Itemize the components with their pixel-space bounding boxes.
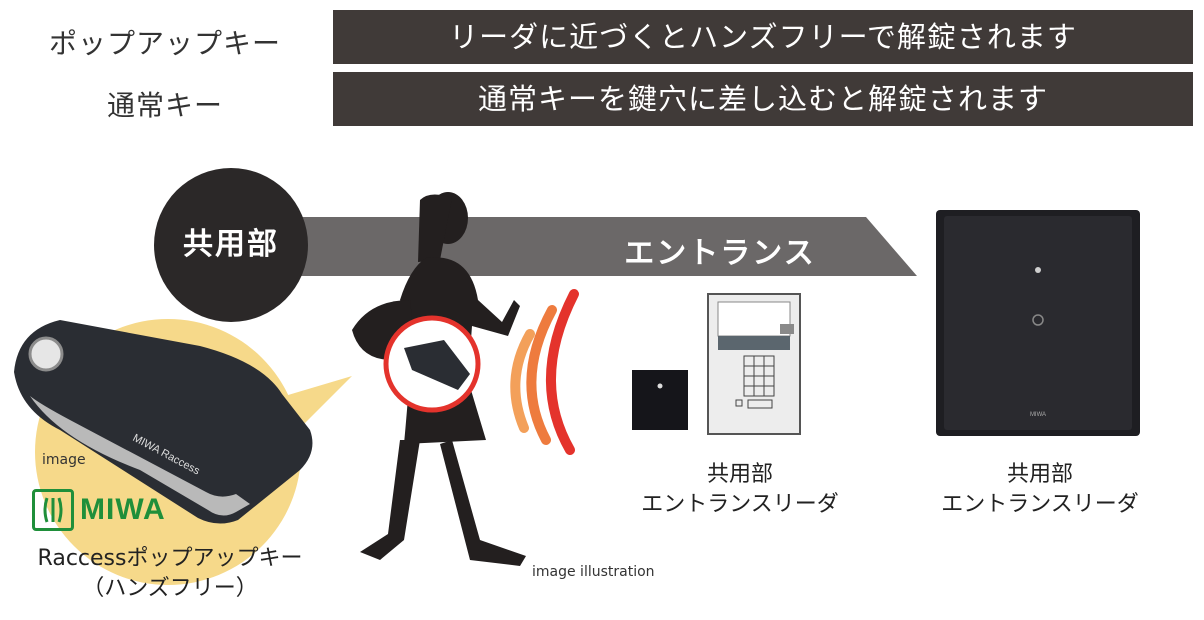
worn-key-icon bbox=[404, 340, 470, 390]
signal-arc-outer bbox=[546, 289, 579, 455]
miwa-logo-text: MIWA bbox=[80, 493, 166, 526]
large-reader-caption: 共用部 エントランスリーダ bbox=[930, 460, 1150, 520]
entrance-banner-arrow bbox=[230, 217, 917, 276]
key-caption-line2: （ハンズフリー） bbox=[82, 576, 258, 601]
small-reader-caption-line1: 共用部 bbox=[706, 462, 773, 487]
key-caption: Raccessポップアップキー （ハンズフリー） bbox=[10, 544, 330, 604]
small-reader-caption: 共用部 エントランスリーダ bbox=[630, 460, 850, 520]
row-description-popup-key: リーダに近づくとハンズフリーで解錠されます bbox=[333, 10, 1193, 64]
illustration-note: image illustration bbox=[532, 564, 655, 580]
popup-key-image: MIWA Raccess bbox=[14, 320, 313, 524]
signal-arc-middle bbox=[526, 305, 557, 445]
key-image-note: image bbox=[42, 452, 86, 468]
small-reader-panel bbox=[632, 370, 688, 430]
row-label-normal-key: 通常キー bbox=[106, 89, 223, 122]
row-description-normal-key: 通常キーを鍵穴に差し込むと解錠されます bbox=[333, 72, 1193, 126]
signal-arc-inner bbox=[510, 329, 535, 433]
large-reader-caption-line2: エントランスリーダ bbox=[941, 492, 1139, 517]
miwa-logo-mark bbox=[32, 489, 74, 531]
large-reader-brand: MIWA bbox=[1030, 412, 1046, 418]
row-label-popup-key: ポップアップキー bbox=[48, 27, 281, 60]
miwa-logo: MIWA bbox=[32, 488, 166, 532]
large-reader-panel: MIWA bbox=[936, 210, 1140, 436]
intercom-panel bbox=[707, 293, 801, 435]
large-reader-caption-line1: 共用部 bbox=[1006, 462, 1073, 487]
common-area-badge: 共用部 bbox=[154, 168, 308, 322]
small-reader-caption-line2: エントランスリーダ bbox=[641, 492, 839, 517]
entrance-banner-label: エントランス bbox=[624, 236, 816, 271]
key-caption-line1: Raccessポップアップキー bbox=[37, 546, 303, 571]
